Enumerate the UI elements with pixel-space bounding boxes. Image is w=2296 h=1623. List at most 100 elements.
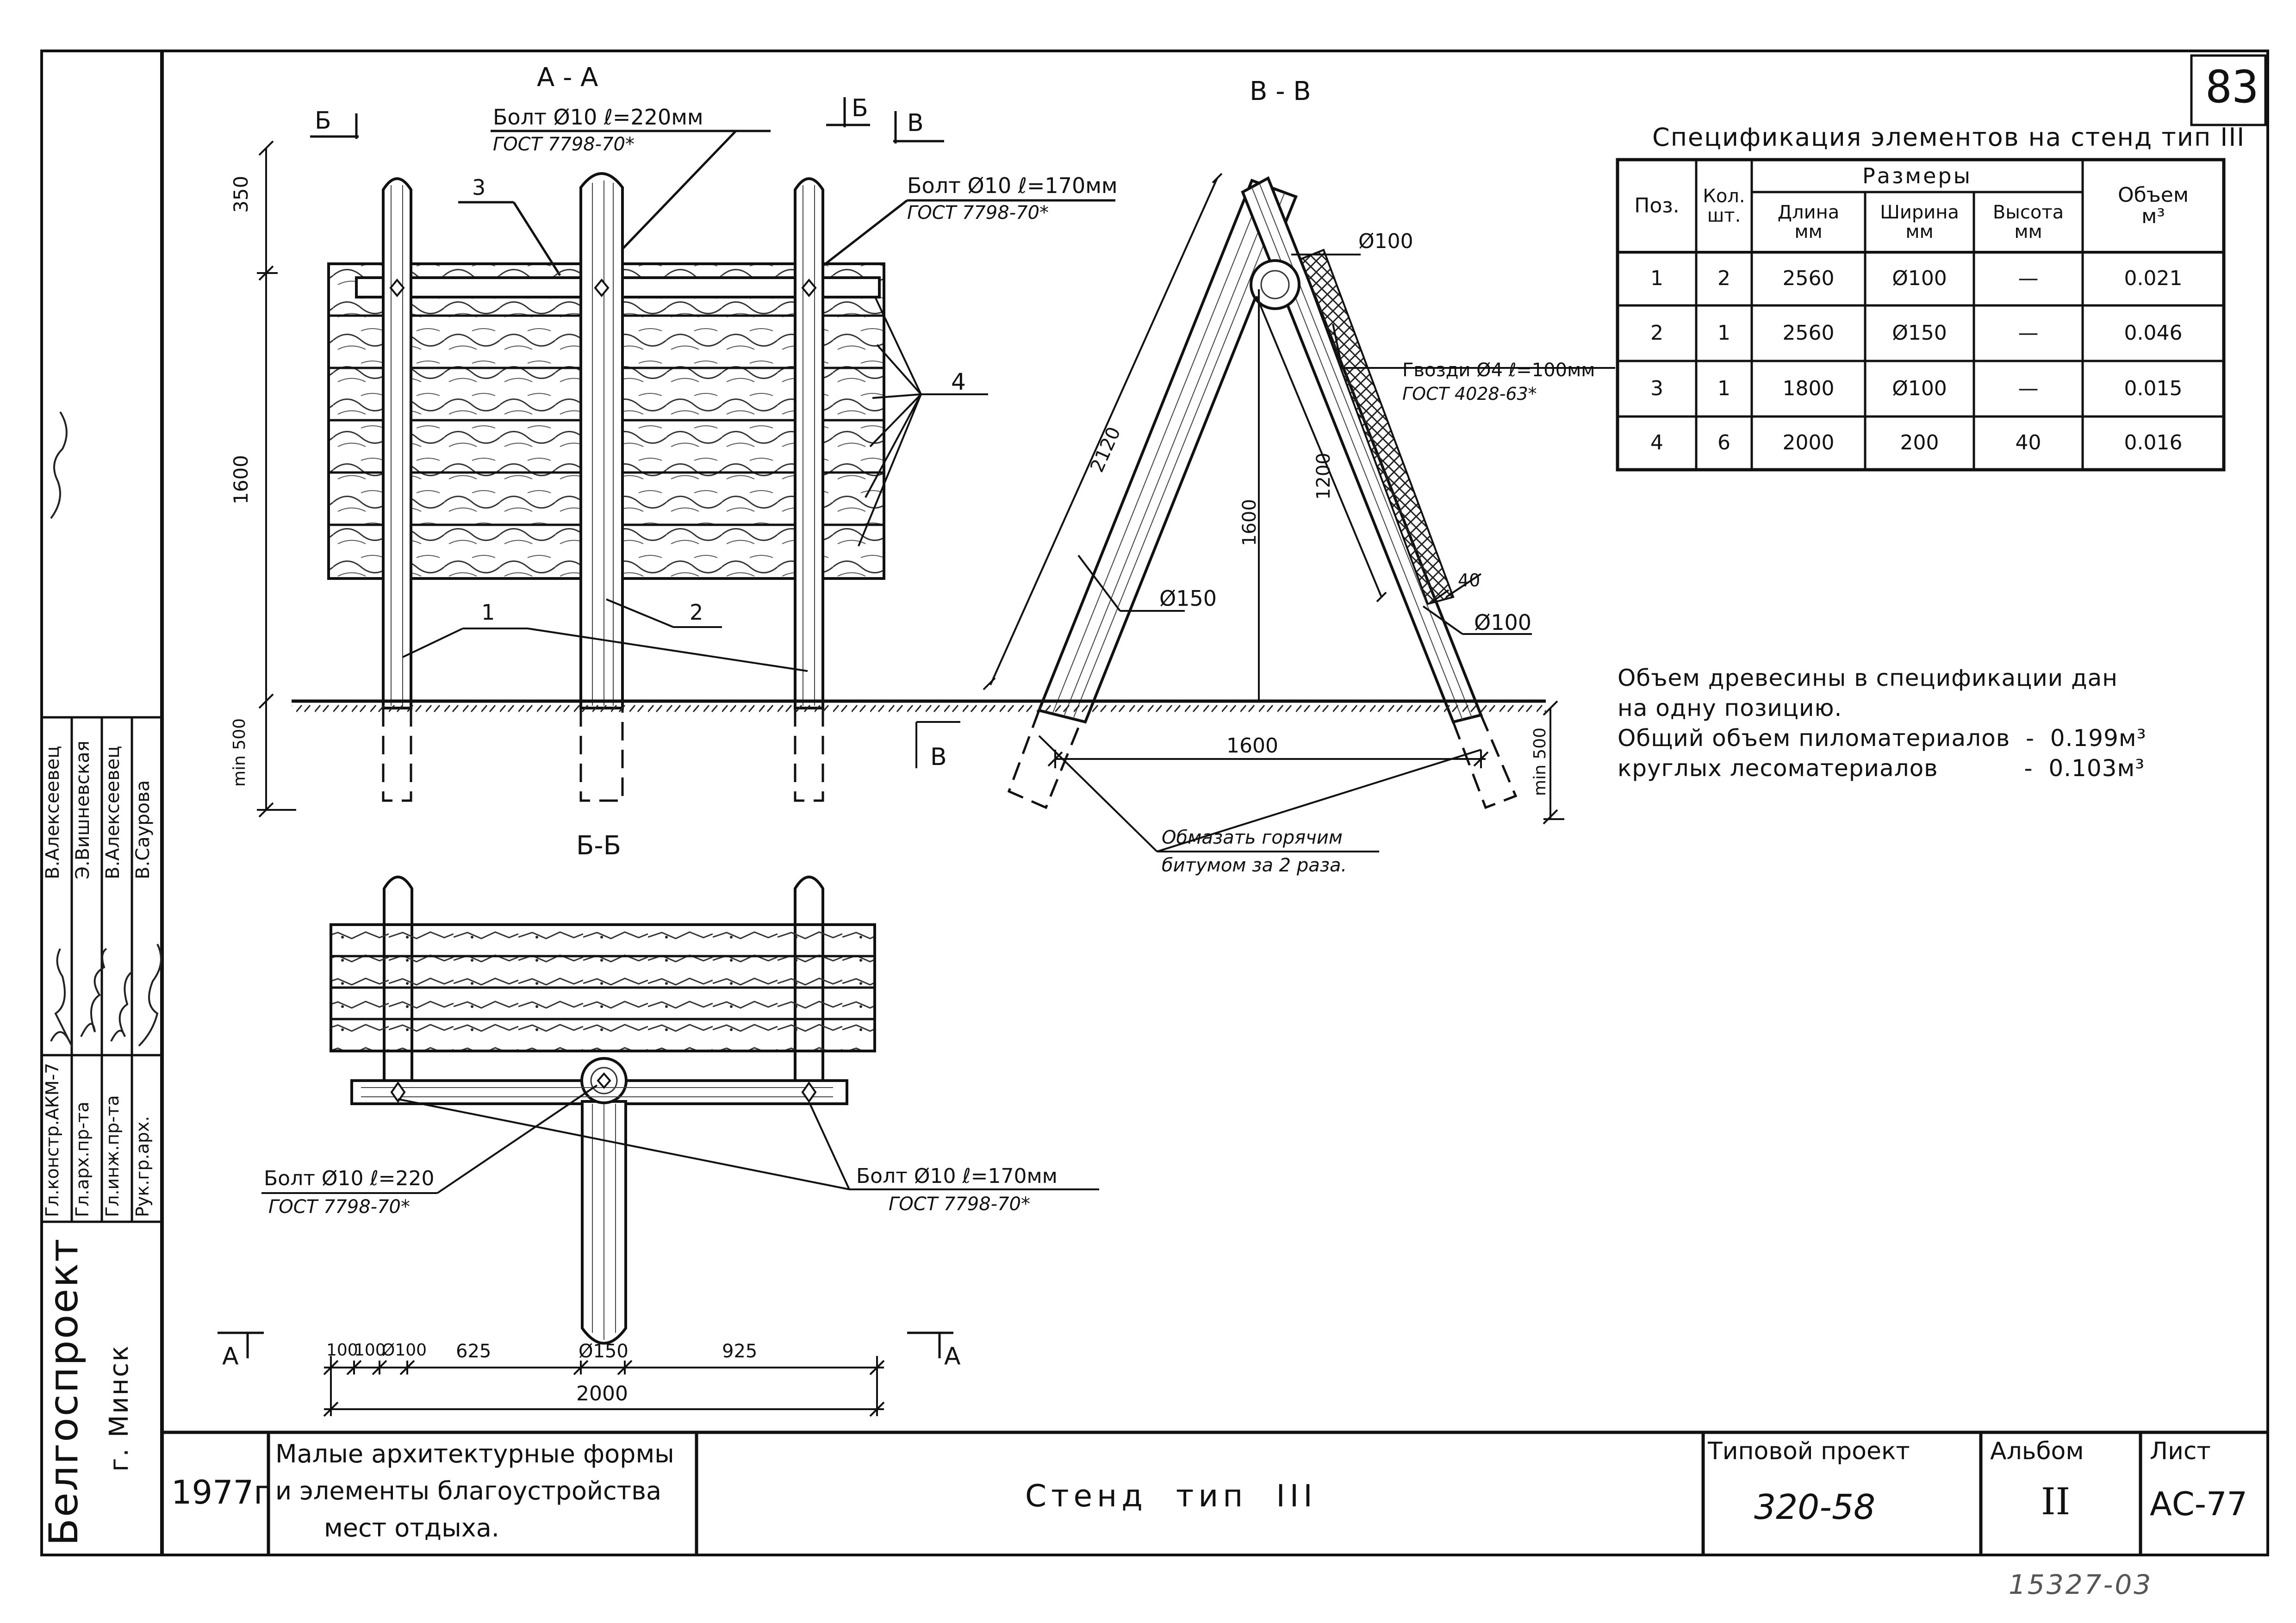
spec-cell: 0.016	[2124, 431, 2183, 455]
spec-title: Спецификация элементов на стенд тип III	[1652, 123, 2246, 152]
diameter-150: Ø150	[1159, 586, 1217, 611]
position-2-label: 2	[690, 600, 703, 625]
bolt-170-gost: ГОСТ 7798-70*	[907, 202, 1049, 224]
spec-cell: 3	[1650, 376, 1663, 400]
project-name-line-2: и элементы благоустройства	[275, 1476, 662, 1505]
spec-cell: 200	[1900, 431, 1939, 455]
bb-dim-625: 625	[456, 1341, 492, 1362]
spec-cell: 40	[2015, 431, 2041, 455]
nails-label: Гвозди Ø4 ℓ=100мм	[1402, 360, 1595, 381]
org-name: Белгоспроект	[41, 1237, 87, 1546]
note-line-4: круглых лесоматериалов - 0.103м³	[1618, 755, 2145, 782]
name-2: Э.Вишневская	[72, 740, 93, 879]
bb-dim-2000: 2000	[576, 1382, 628, 1405]
cut-b-right-label: Б	[852, 94, 868, 122]
album-number: II	[2041, 1480, 2071, 1523]
sheet-label: Лист	[2150, 1437, 2211, 1465]
bb-dim-100-2: 100	[354, 1341, 386, 1360]
spec-cell: 1800	[1782, 376, 1835, 400]
bitumen-note-2: битумом за 2 раза.	[1162, 855, 1347, 876]
dim-min500-vv: min 500	[1531, 727, 1549, 796]
typical-project-label: Типовой проект	[1708, 1437, 1910, 1465]
bb-bolt-170-label: Болт Ø10 ℓ=170мм	[856, 1164, 1058, 1188]
spec-header-sizes: Размеры	[1862, 163, 1972, 188]
dim-1600-aa: 1600	[230, 455, 252, 504]
dim-350: 350	[230, 175, 252, 213]
spec-cell: —	[2018, 321, 2039, 345]
position-3-label: 3	[472, 175, 486, 200]
album-label: Альбом	[1990, 1437, 2084, 1465]
bb-bolt-220-label: Болт Ø10 ℓ=220	[264, 1167, 435, 1190]
city-name: г. Минск	[104, 1344, 134, 1472]
spec-cell: 0.021	[2124, 267, 2183, 291]
section-vv-title: В - В	[1250, 76, 1311, 106]
bb-dim-925: 925	[722, 1341, 758, 1362]
project-name-line-3: мест отдыха.	[324, 1513, 499, 1542]
bolt-220-gost: ГОСТ 7798-70*	[493, 134, 635, 155]
spec-cell: —	[2018, 267, 2039, 291]
typical-project-number: 320-58	[1754, 1487, 1876, 1527]
bolt-220-label: Болт Ø10 ℓ=220мм	[493, 105, 703, 130]
spec-header-volume: Объем м³	[2117, 183, 2189, 228]
spec-header-length: Длина мм	[1777, 202, 1840, 243]
cut-v-bottom-label: В	[930, 743, 947, 771]
bb-bolt-170-gost: ГОСТ 7798-70*	[889, 1194, 1030, 1215]
spec-cell: 1	[1717, 376, 1730, 400]
spec-header-height: Высота мм	[1992, 202, 2064, 243]
bolt-170-label: Болт Ø10 ℓ=170мм	[907, 173, 1118, 198]
spec-cell: 0.046	[2124, 321, 2183, 345]
spec-cell: 2560	[1782, 267, 1835, 291]
corner-sheet-number: 83	[2205, 61, 2259, 113]
spec-cell: Ø100	[1892, 267, 1947, 291]
spec-cell: 2	[1717, 267, 1730, 291]
spec-cell: 1	[1717, 321, 1730, 345]
bb-dim-100-1: 100	[326, 1341, 358, 1360]
diameter-100-bottom: Ø100	[1474, 610, 1532, 635]
dim-1600-vv: 1600	[1239, 499, 1260, 546]
dim-1200: 1200	[1313, 453, 1334, 500]
spec-cell: 2000	[1782, 431, 1835, 455]
cut-b-left-label: Б	[315, 107, 331, 135]
role-3: Гл.инж.пр-та	[102, 1095, 123, 1218]
project-name-line-1: Малые архитектурные формы	[275, 1439, 674, 1468]
spec-header-width: Ширина мм	[1880, 202, 1959, 243]
sheet-number: АС-77	[2150, 1485, 2248, 1523]
title-year: 1977г	[171, 1474, 271, 1511]
section-vv-drawing	[915, 173, 1615, 852]
spec-table-grid	[1616, 158, 2226, 472]
drawing-title: Стенд тип III	[1025, 1478, 1317, 1514]
name-4: В.Саурова	[132, 780, 154, 879]
diameter-100-top: Ø100	[1358, 230, 1413, 253]
bitumen-note: Обмазать горячим	[1162, 827, 1343, 848]
name-1: В.Алексеевец	[42, 746, 63, 879]
archive-stamp-number: 15327-03	[2009, 1569, 2153, 1600]
dim-40: 40	[1458, 570, 1481, 591]
section-aa-title: А - А	[537, 62, 598, 93]
cut-a-right-label: А	[944, 1343, 961, 1370]
note-line-1: Объем древесины в спецификации дан	[1618, 665, 2118, 691]
spec-header-pos: Поз.	[1634, 193, 1680, 218]
spec-cell: 0.015	[2124, 376, 2183, 400]
nails-gost: ГОСТ 4028-63*	[1402, 384, 1537, 404]
bb-dim-d100: Ø100	[382, 1341, 427, 1360]
role-2: Гл.арх.пр-та	[72, 1101, 93, 1217]
note-line-2: на одну позицию.	[1618, 695, 1842, 721]
sheet-frame	[40, 50, 2269, 1556]
spec-header-qty: Кол. шт.	[1703, 186, 1745, 226]
cut-a-left-label: А	[222, 1343, 239, 1370]
bb-bolt-220-gost: ГОСТ 7798-70*	[268, 1196, 410, 1218]
section-bb-title: Б-Б	[576, 831, 622, 861]
name-3: В.Алексеевец	[102, 746, 124, 879]
spec-cell: —	[2018, 376, 2039, 400]
role-4: Рук.гр.арх.	[132, 1116, 153, 1217]
title-block-grid	[162, 1430, 2268, 1555]
spec-cell: 1	[1650, 267, 1663, 291]
bb-dim-d150: Ø150	[579, 1341, 628, 1362]
section-aa-drawing	[257, 97, 1115, 818]
position-1-label: 1	[481, 600, 495, 625]
note-line-3: Общий объем пиломатериалов - 0.199м³	[1618, 725, 2147, 752]
spec-cell: Ø100	[1892, 376, 1947, 400]
dim-1600-base: 1600	[1226, 734, 1278, 758]
position-4-label: 4	[951, 368, 966, 395]
